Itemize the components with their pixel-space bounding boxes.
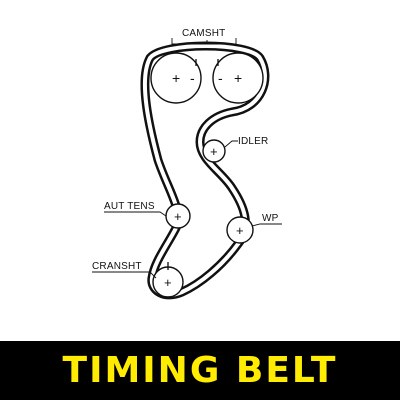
water-pump-leader-line	[251, 223, 282, 227]
idler-plus-mark: +	[210, 144, 218, 159]
camshaft-left-minus-mark: -	[190, 70, 195, 86]
title-banner: TIMING BELT	[0, 341, 400, 400]
camshaft-pulley-right	[212, 52, 264, 104]
camshaft-right-minus-mark: -	[218, 70, 223, 86]
camshaft-left-plus-mark: +	[172, 70, 180, 86]
camshaft-label: CAMSHT	[182, 28, 225, 39]
idler-label: IDLER	[238, 136, 268, 147]
timing-belt-inner-line	[142, 44, 267, 297]
tensioner-leader-line	[104, 211, 167, 217]
timing-belt-diagram: + - - + CAMSHT + IDLER + AUT TENS + WP +…	[92, 28, 282, 300]
crankshaft-leader-line	[92, 271, 157, 279]
crankshaft-label: CRANSHT	[92, 261, 142, 272]
tensioner-plus-mark: +	[174, 209, 182, 224]
camshaft-bracket	[171, 38, 237, 45]
idler-leader-line	[224, 140, 238, 148]
idler-pulley	[202, 139, 226, 163]
crankshaft-plus-mark: +	[164, 275, 172, 290]
automatic-tensioner-label: AUT TENS	[104, 201, 155, 212]
banner-title: TIMING BELT	[62, 350, 338, 391]
camshaft-pulley-left	[150, 52, 202, 104]
water-pump-plus-mark: +	[236, 223, 244, 238]
water-pump-pulley	[226, 216, 254, 244]
camshaft-right-plus-mark: +	[234, 70, 242, 86]
water-pump-label: WP	[262, 213, 279, 224]
